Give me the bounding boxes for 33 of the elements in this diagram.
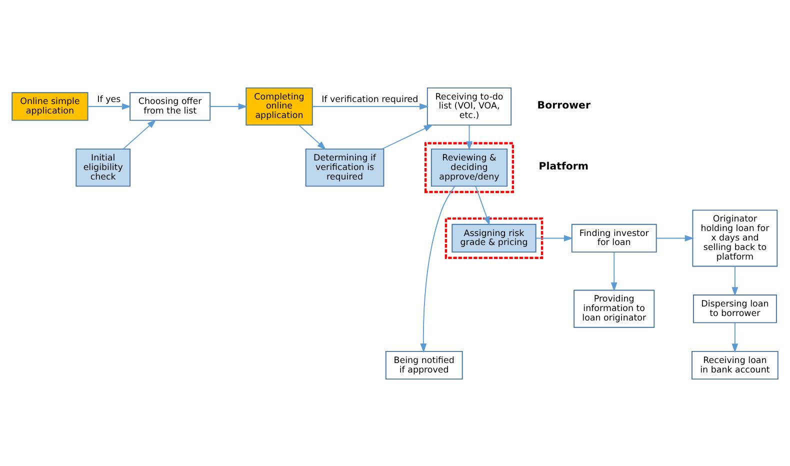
node-box: Receiving to-do list (VOI, VOA, etc.) — [426, 86, 512, 125]
node-box: Completing online application — [246, 86, 313, 125]
node-box: Assigning risk grade & pricing — [452, 223, 536, 252]
node-box: Providing information to loan originator — [574, 289, 655, 328]
arrow — [466, 124, 472, 150]
edge-label: If yes — [97, 94, 121, 104]
node-box: Dispersing loan to borrower — [692, 294, 777, 323]
node-box: Determining if verification is required — [305, 148, 384, 186]
node-box: Being notified if approved — [385, 350, 463, 380]
label: Borrower — [537, 100, 590, 111]
edge-label: If verification required — [322, 94, 418, 104]
arrow — [475, 186, 490, 226]
arrow — [732, 265, 738, 296]
arrow — [312, 102, 429, 110]
arrow — [87, 102, 132, 110]
arrow — [210, 102, 248, 110]
arrow — [732, 322, 738, 352]
node-box: Choosing offer from the list — [130, 92, 211, 120]
arrow — [420, 185, 456, 352]
cluster — [444, 216, 544, 258]
arrow — [610, 251, 618, 292]
node-box: Reviewing & deciding approve/deny — [430, 148, 508, 186]
arrow — [382, 124, 434, 149]
node-box: Initial eligibility check — [76, 148, 130, 186]
label: Platform — [538, 161, 589, 172]
node-box: Originator holding loan for x days and selling back to platform — [692, 209, 778, 266]
arrow — [656, 234, 694, 241]
node-box: Receiving loan in bank account — [692, 350, 778, 380]
arrow — [536, 234, 574, 241]
node-box: Finding investor for loan — [571, 223, 657, 252]
arrow — [298, 124, 326, 150]
node-box: Online simple application — [12, 92, 88, 120]
arrow — [122, 119, 156, 149]
